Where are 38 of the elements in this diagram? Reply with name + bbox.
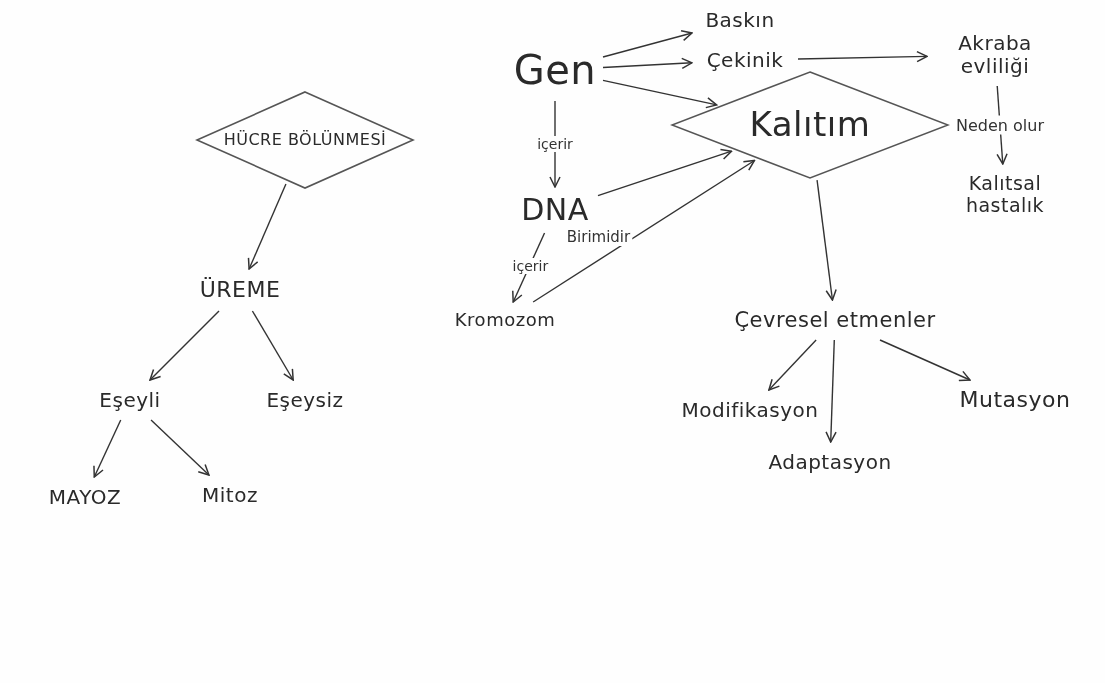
node-text: Adaptasyon [768, 450, 892, 474]
node-text: Mitoz [202, 483, 258, 507]
arrow [602, 30, 693, 58]
node-text: Eşeysiz [266, 388, 344, 412]
node-text: Çevresel etmenler [734, 307, 936, 333]
edge-label: Neden olur [954, 115, 1046, 135]
arrow [602, 79, 718, 109]
node-text: DNA [521, 192, 589, 228]
arrow [797, 50, 928, 63]
node-text: Baskın [705, 8, 775, 32]
decision-diamond [195, 90, 415, 190]
node-text: Modifikasyon [681, 398, 819, 422]
node-text: Akraba evliliği [957, 32, 1033, 78]
node-text: MAYOZ [48, 485, 122, 509]
arrow [251, 310, 294, 381]
arrow [149, 310, 220, 381]
node-text: Mutasyon [959, 387, 1071, 413]
node-text: Çekinik [706, 48, 784, 72]
arrow [247, 183, 287, 270]
node-text: Eşeyli [99, 388, 161, 412]
arrow [150, 419, 210, 476]
arrow [879, 339, 971, 382]
arrow [93, 419, 122, 478]
edge-label: içerir [510, 258, 551, 275]
edge-label: içerir [535, 136, 575, 152]
arrow [825, 339, 837, 443]
arrow [597, 148, 733, 197]
arrow [768, 339, 817, 391]
node-text: Kalıtsal hastalık [964, 173, 1046, 217]
node-text: Kromozom [454, 309, 556, 331]
node-text: ÜREME [199, 277, 281, 303]
decision-diamond [670, 70, 950, 180]
node-text: HÜCRE BÖLÜNMESİ [223, 130, 387, 150]
arrow [602, 57, 693, 70]
node-text: Gen [513, 47, 597, 93]
arrow [532, 159, 756, 303]
node-text: Kalıtım [749, 105, 871, 145]
arrow [816, 179, 837, 301]
